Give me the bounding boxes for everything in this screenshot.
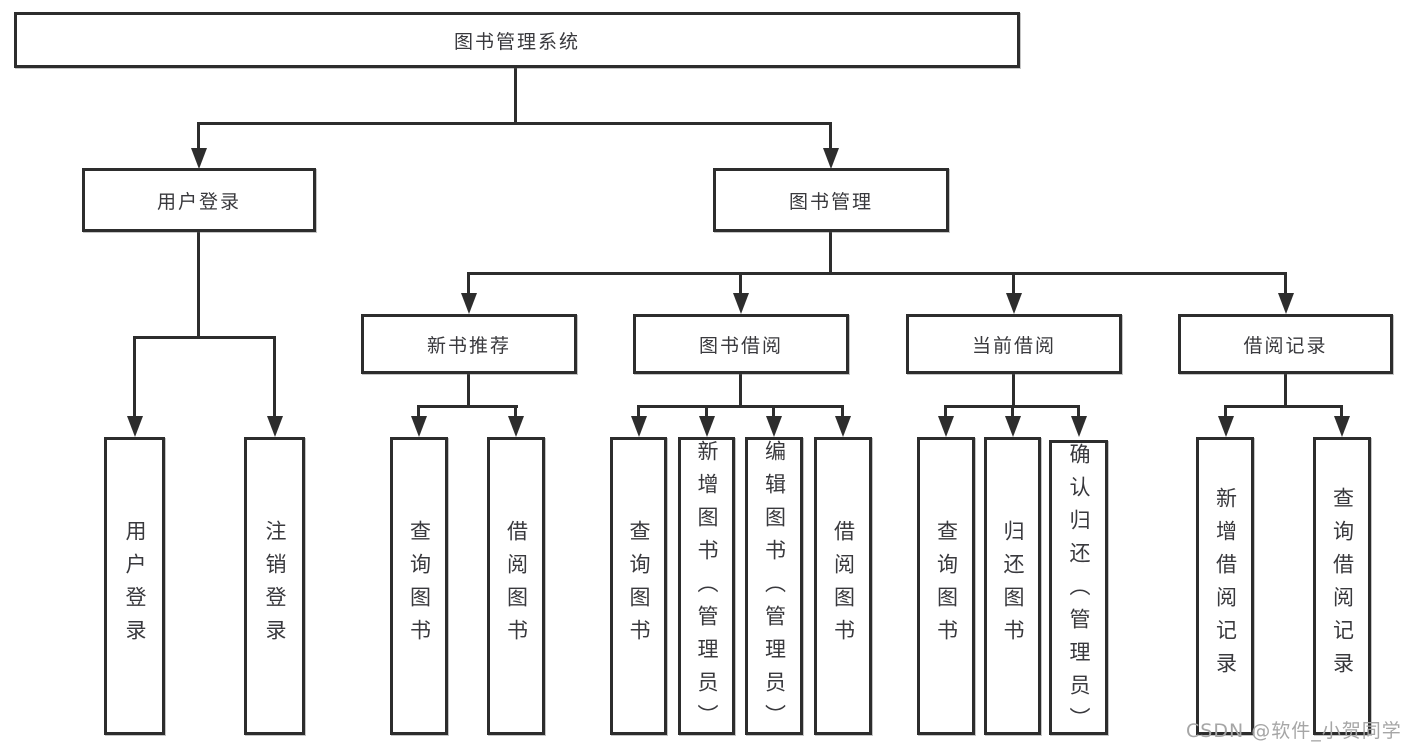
node-borrow-records: 借阅记录 [1178,314,1393,374]
node-logout: 注销登录 [244,437,305,735]
node-library-system: 图书管理系统 [14,12,1020,68]
connector-line [705,405,708,418]
node-label: 借阅记录 [1243,334,1328,357]
connector-root-trunk [514,68,517,125]
connector-arrowhead [631,416,647,437]
node-label: 查询图书 [934,520,959,652]
node-label: 借阅图书 [831,520,856,652]
connector-line [417,405,420,418]
connector-line [514,405,517,418]
connector-line [772,405,775,418]
connector-user-login-trunk [197,232,200,339]
connector-line [1077,405,1080,418]
node-label: 图书管理系统 [453,30,580,53]
connector-line [467,272,470,296]
node-user-login-branch: 用户登录 [82,168,316,232]
connector-line [739,272,742,296]
node-new-book-recommend: 新书推荐 [361,314,577,374]
connector-line [637,405,640,418]
connector-level3-bus [468,272,1287,275]
connector-arrowhead [823,148,839,169]
connector-arrowhead [267,416,283,437]
connector-trunk [739,374,742,408]
connector-bus [637,405,844,408]
watermark: CSDN @软件_小贺同学 [1186,720,1402,742]
node-label: 新增借阅记录 [1213,487,1238,685]
connector-arrowhead [127,416,143,437]
node-label: 图书借阅 [698,334,783,357]
connector-arrowhead [699,416,715,437]
connector-bus [417,405,518,408]
connector-arrowhead [1278,293,1294,314]
node-bb-add-books-admin: 新增图书（管理员） [678,437,735,737]
connector-arrowhead [1071,416,1087,437]
node-bb-borrow-books: 借阅图书 [814,437,872,735]
node-cb-query-books: 查询图书 [917,437,975,735]
connector-arrowhead [461,293,477,314]
node-br-add-record: 新增借阅记录 [1196,437,1254,735]
connector-line [841,405,844,418]
node-label: 查询图书 [407,520,432,652]
node-nb-query-books: 查询图书 [390,437,448,735]
node-label: 用户登录 [123,520,147,652]
node-book-borrowing: 图书借阅 [633,314,849,374]
connector-trunk [1012,374,1015,408]
node-cb-confirm-return-admin: 确认归还（管理员） [1049,440,1108,740]
node-label: 新书推荐 [426,334,511,357]
connector-level1-bus [197,122,832,125]
node-label: 归还图书 [1001,520,1025,652]
connector-arrowhead [411,416,427,437]
connector-line [273,336,276,418]
connector-user-login-bus [133,336,276,339]
node-label: 注销登录 [263,520,287,652]
node-cb-return-books: 归还图书 [984,437,1041,735]
connector-line [944,405,947,418]
connector-book-mgmt-trunk [829,232,832,275]
node-bb-query-books: 查询图书 [610,437,667,735]
connector-trunk [1284,374,1287,408]
connector-trunk [467,374,470,408]
connector-line [1284,272,1287,296]
node-label: 用户登录 [156,190,241,213]
node-label: 查询借阅记录 [1330,487,1355,685]
connector-line [1340,405,1343,418]
connector-line [1012,272,1015,296]
connector-arrowhead [938,416,954,437]
connector-arrowhead [1334,416,1350,437]
connector-arrowhead [835,416,851,437]
node-label: 图书管理 [788,190,873,213]
connector-arrowhead [1005,416,1021,437]
connector-arrowhead [766,416,782,437]
connector-arrowhead [1218,416,1234,437]
node-bb-edit-books-admin: 编辑图书（管理员） [745,437,803,737]
node-label: 借阅图书 [504,520,529,652]
node-label: 查询图书 [627,520,651,652]
node-nb-borrow-books: 借阅图书 [487,437,545,735]
node-label: 编辑图书（管理员） [762,440,787,737]
node-label: 确认归还（管理员） [1067,443,1091,740]
connector-bus [1224,405,1343,408]
node-label: 当前借阅 [971,334,1056,357]
connector-arrowhead [733,293,749,314]
node-label: 新增图书（管理员） [695,440,719,737]
connector-line [197,122,200,152]
node-current-borrowing: 当前借阅 [906,314,1122,374]
connector-arrowhead [1006,293,1022,314]
connector-line [133,336,136,418]
node-br-query-record: 查询借阅记录 [1313,437,1371,735]
node-book-management: 图书管理 [713,168,949,232]
connector-arrowhead [508,416,524,437]
connector-line [829,122,832,152]
connector-arrowhead [191,148,207,169]
connector-line [1011,405,1014,418]
node-user-login-leaf: 用户登录 [104,437,165,735]
connector-line [1224,405,1227,418]
